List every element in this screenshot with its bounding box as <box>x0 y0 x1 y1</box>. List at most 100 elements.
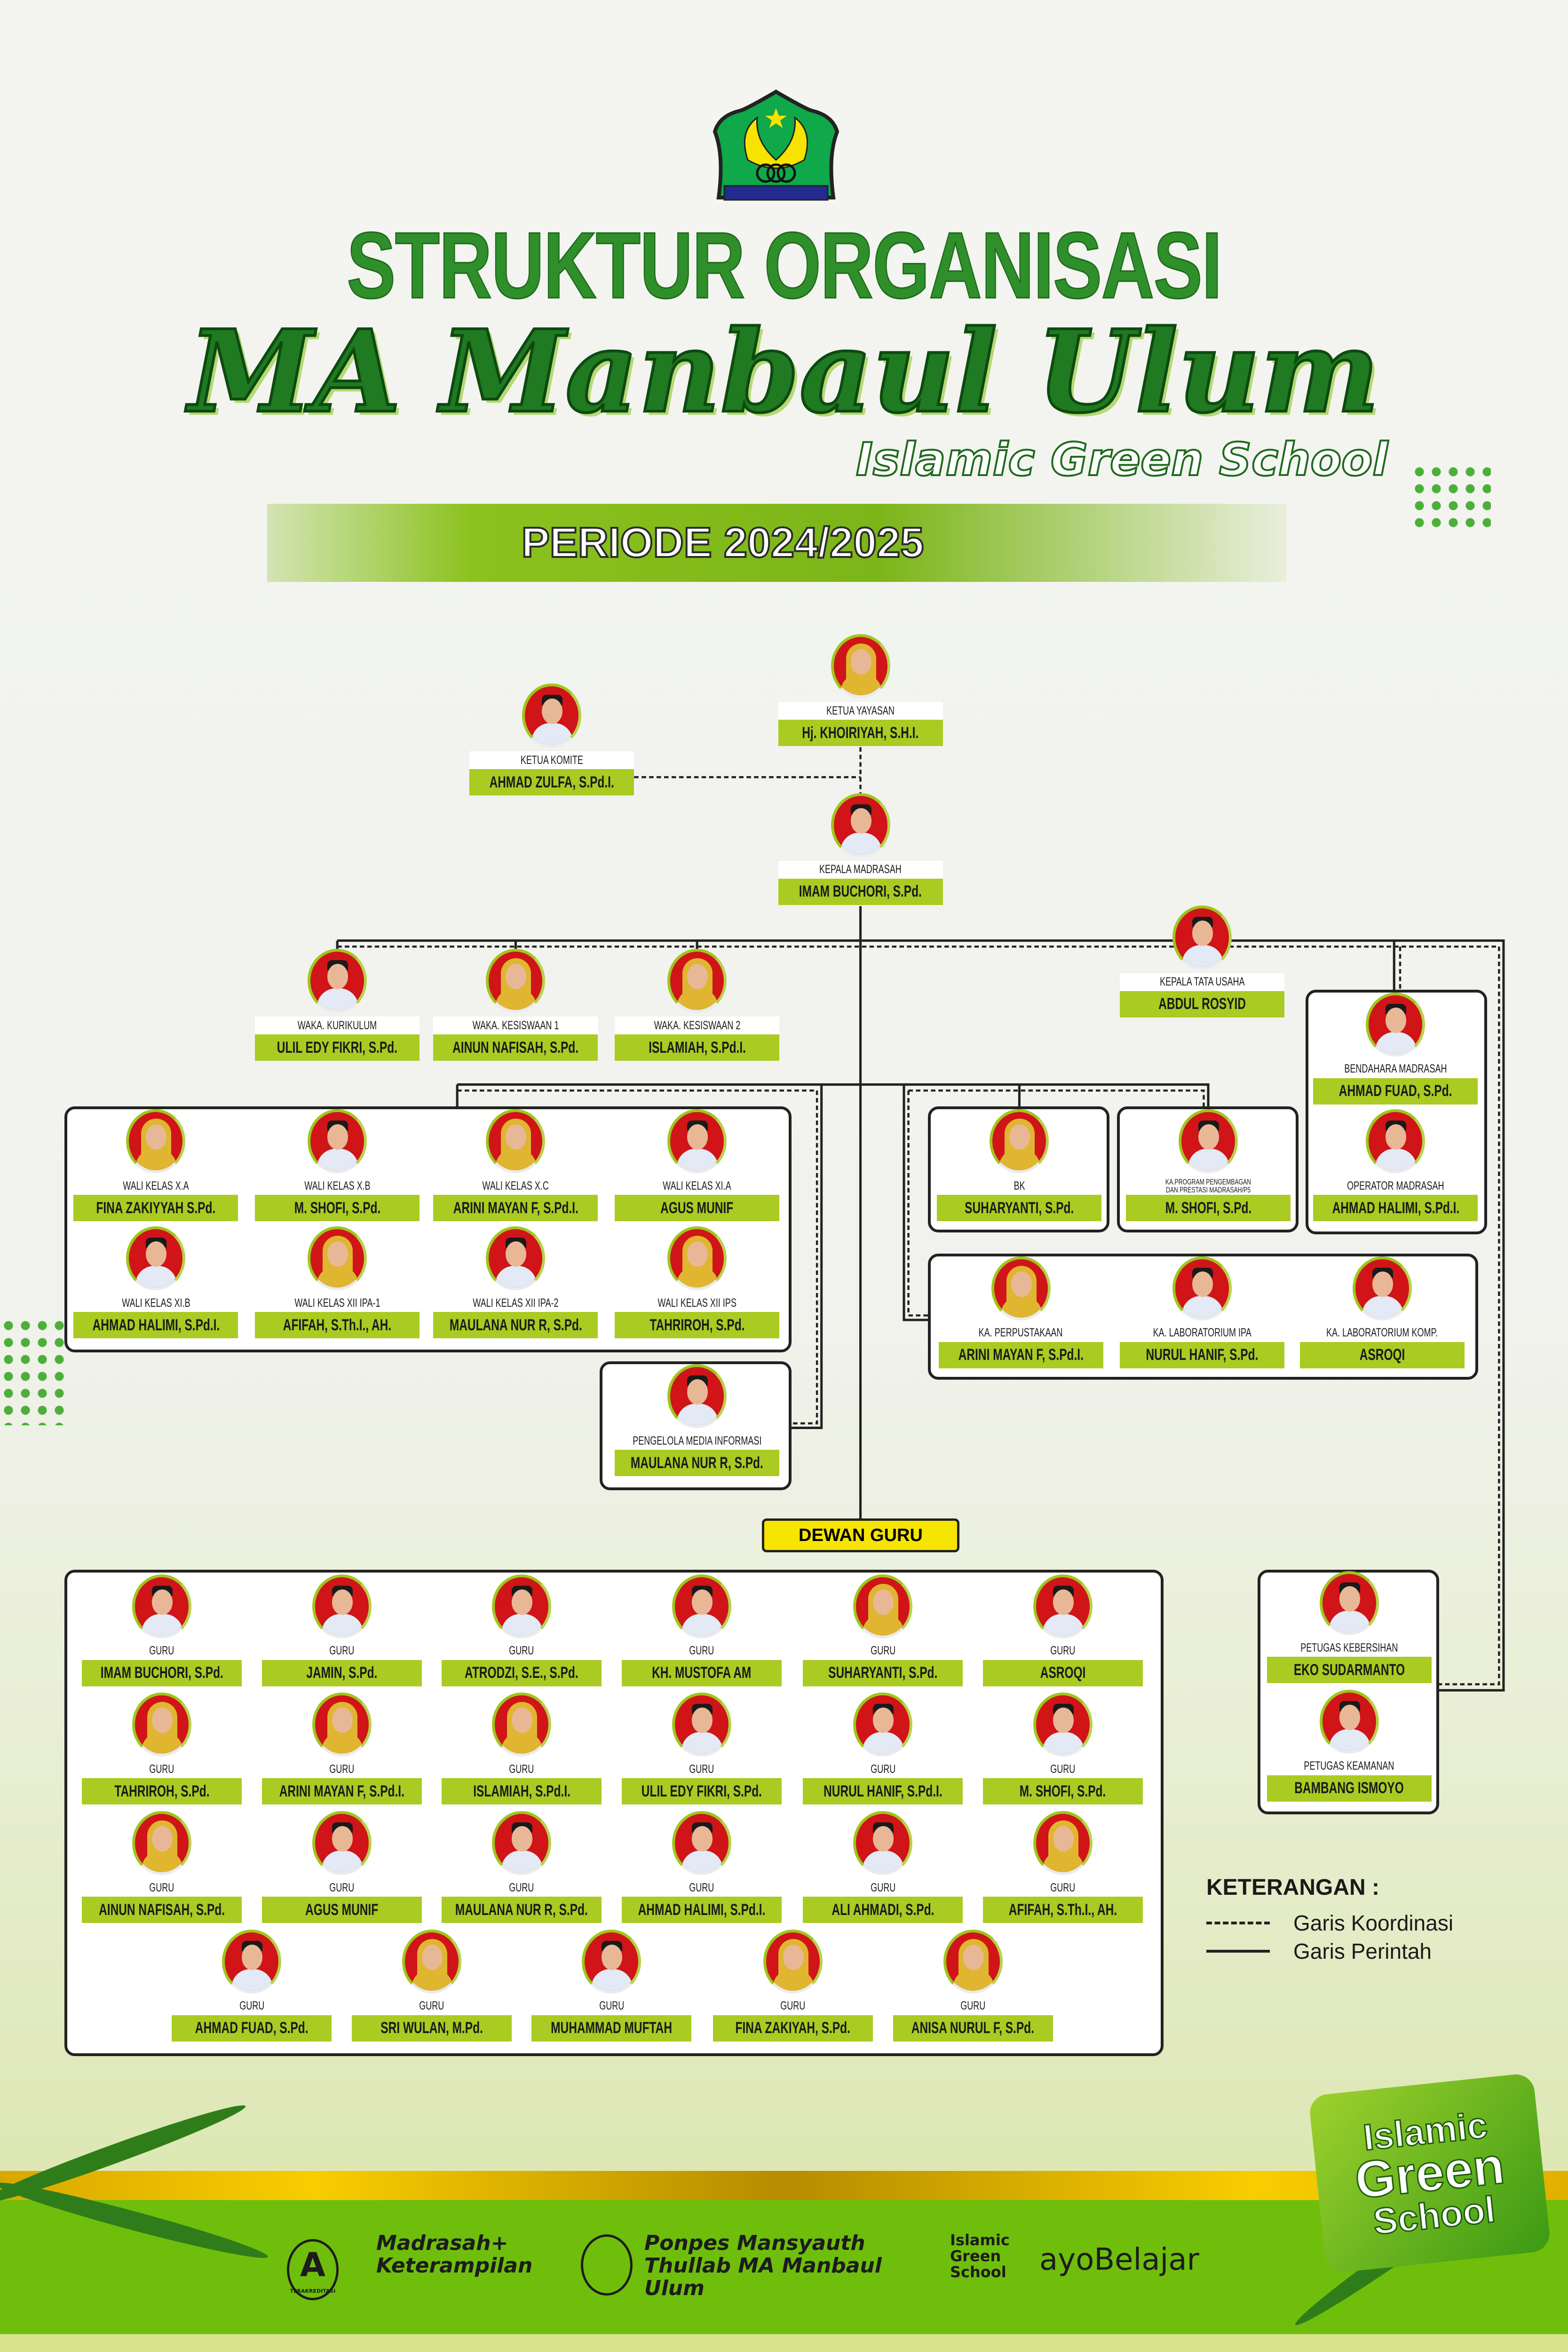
role-text: BENDAHARA MADRASAH <box>1344 1062 1447 1076</box>
name-bar: IMAM BUCHORI, S.Pd. <box>82 1660 242 1686</box>
role-label: GURU <box>261 1642 422 1660</box>
role-text: GURU <box>689 1881 714 1894</box>
portrait-photo <box>1366 1109 1425 1174</box>
name-text: M. SHOFI, S.Pd. <box>294 1199 380 1217</box>
name-text: AFIFAH, S.Th.I., AH. <box>283 1316 392 1334</box>
portrait-photo <box>853 1692 913 1757</box>
islamic-green-school-logo-small: Islamic Green School <box>950 2231 1010 2281</box>
role-label: GURU <box>621 1642 782 1660</box>
portrait-photo <box>492 1811 552 1875</box>
role-text: GURU <box>509 1644 534 1658</box>
periode-text: PERIODE 2024/2025 <box>521 518 925 567</box>
name-text: IMAM BUCHORI, S.Pd. <box>799 882 922 901</box>
name-bar: ABDUL ROSYID <box>1120 991 1285 1017</box>
role-text: GURU <box>1050 1762 1076 1776</box>
name-text: AGUS MUNIF <box>305 1900 379 1919</box>
petugas-keamanan-card: PETUGAS KEAMANAN BAMBANG ISMOYO <box>1267 1689 1432 1802</box>
name-text: SUHARYANTI, S.Pd. <box>965 1199 1074 1217</box>
name-bar: ULIL EDY FIKRI, S.Pd. <box>255 1034 420 1061</box>
role-text: KEPALA MADRASAH <box>819 863 902 876</box>
legend: KETERANGAN : Garis Koordinasi Garis Peri… <box>1206 1875 1453 1965</box>
role-text: GURU <box>1050 1881 1076 1894</box>
name-bar: AHMAD HALIMI, S.Pd.I. <box>73 1312 238 1339</box>
role-label: WALI KELAS XII IPA-1 <box>255 1294 420 1312</box>
dot-pattern <box>1411 463 1491 534</box>
role-text: KETUA KOMITE <box>520 753 583 767</box>
wali-kelas-card: WALI KELAS X.A FINA ZAKIYYAH S.Pd. <box>73 1109 238 1222</box>
name-bar: MAULANA NUR R, S.Pd. <box>615 1450 780 1477</box>
dashed-line-swatch <box>1206 1922 1270 1924</box>
guru-card: GURU ALI AHMADI, S.Pd. <box>803 1811 963 1923</box>
role-label: WALI KELAS X.A <box>73 1177 238 1195</box>
name-bar: AFIFAH, S.Th.I., AH. <box>255 1312 420 1339</box>
legend-item-coordination: Garis Koordinasi <box>1206 1909 1453 1937</box>
name-text: ASROQI <box>1359 1346 1405 1364</box>
role-text: GURU <box>689 1762 714 1776</box>
portrait-photo <box>1366 992 1425 1057</box>
portrait-photo <box>222 1929 282 1994</box>
bk-card: BK SUHARYANTI, S.Pd. <box>937 1109 1102 1222</box>
portrait-photo <box>1352 1256 1412 1320</box>
ketua-yayasan-card: KETUA YAYASAN Hj. KHOIRIYAH, S.H.I. <box>778 634 943 747</box>
portrait-photo <box>1172 1256 1232 1320</box>
role-text: PETUGAS KEAMANAN <box>1304 1759 1394 1773</box>
name-bar: AGUS MUNIF <box>615 1195 780 1222</box>
name-text: KH. MUSTOFA AM <box>652 1664 752 1682</box>
role-text: GURU <box>419 1999 444 2013</box>
wali-kelas-card: WALI KELAS X.C ARINI MAYAN F, S.Pd.I. <box>433 1109 598 1222</box>
name-bar: M. SHOFI, S.Pd. <box>255 1195 420 1222</box>
role-label: GURU <box>982 1760 1143 1779</box>
portrait-photo <box>132 1811 192 1875</box>
guru-card: GURU MAULANA NUR R, S.Pd. <box>442 1811 602 1923</box>
portrait-photo <box>308 949 367 1013</box>
role-text: GURU <box>1050 1644 1076 1658</box>
waka-card: WAKA. KESISWAAN 2 ISLAMIAH, S.Pd.I. <box>615 949 780 1061</box>
portrait-photo <box>667 1226 727 1291</box>
footer-bottom <box>0 2334 1568 2352</box>
role-label: PETUGAS KEBERSIHAN <box>1267 1639 1432 1657</box>
name-bar: KH. MUSTOFA AM <box>621 1660 782 1686</box>
portrait-photo <box>1033 1692 1093 1757</box>
portrait-photo <box>1319 1689 1379 1754</box>
role-label: BENDAHARA MADRASAH <box>1313 1060 1478 1078</box>
role-text: WALI KELAS X.B <box>304 1179 371 1192</box>
role-label: GURU <box>621 1879 782 1897</box>
petugas-kebersihan-card: PETUGAS KEBERSIHAN EKO SUDARMANTO <box>1267 1571 1432 1684</box>
role-label: GURU <box>261 1879 422 1897</box>
portrait-photo <box>522 683 581 748</box>
role-label: GURU <box>261 1760 422 1779</box>
role-text: GURU <box>329 1881 355 1894</box>
role-text: BK <box>1014 1179 1025 1192</box>
role-text: WALI KELAS XI.A <box>663 1179 731 1192</box>
guru-card: GURU AGUS MUNIF <box>261 1811 422 1923</box>
name-text: AHMAD HALIMI, S.Pd.I. <box>638 1900 766 1919</box>
name-bar: ALI AHMADI, S.Pd. <box>803 1897 963 1923</box>
name-text: IMAM BUCHORI, S.Pd. <box>100 1664 223 1682</box>
role-text: KA. PERPUSTAKAAN <box>979 1326 1063 1340</box>
portrait-photo <box>402 1929 461 1994</box>
role-label: GURU <box>803 1642 963 1660</box>
role-text: GURU <box>509 1881 534 1894</box>
name-bar: M. SHOFI, S.Pd. <box>1126 1195 1291 1222</box>
name-text: AHMAD HALIMI, S.Pd.I. <box>1332 1199 1459 1217</box>
guru-card: GURU SRI WULAN, M.Pd. <box>351 1929 512 2042</box>
portrait-photo <box>672 1811 731 1875</box>
role-label: KEPALA MADRASAH <box>778 860 943 879</box>
role-label: BK <box>937 1177 1102 1195</box>
legend-item-command: Garis Perintah <box>1206 1937 1453 1965</box>
role-label: WALI KELAS XI.A <box>615 1177 780 1195</box>
name-text: SRI WULAN, M.Pd. <box>380 2019 483 2037</box>
role-label: KETUA YAYASAN <box>778 702 943 720</box>
name-text: TAHRIROH, S.Pd. <box>114 1782 210 1800</box>
name-bar: NURUL HANIF, S.Pd.I. <box>803 1778 963 1805</box>
page-title: STRUKTUR ORGANISASI <box>0 218 1568 313</box>
role-text: GURU <box>870 1881 895 1894</box>
name-text: BAMBANG ISMOYO <box>1294 1779 1404 1797</box>
waka-card: WAKA. KESISWAAN 1 AINUN NAFISAH, S.Pd. <box>433 949 598 1061</box>
role-text: KEPALA TATA USAHA <box>1160 975 1245 989</box>
name-text: ABDUL ROSYID <box>1158 995 1246 1013</box>
ka-lab-card: KA. PERPUSTAKAAN ARINI MAYAN F, S.Pd.I. <box>938 1256 1103 1368</box>
role-text: GURU <box>689 1644 714 1658</box>
role-label: KA. LABORATORIUM KOMP. <box>1299 1324 1465 1342</box>
name-text: FINA ZAKIYYAH S.Pd. <box>96 1199 216 1217</box>
